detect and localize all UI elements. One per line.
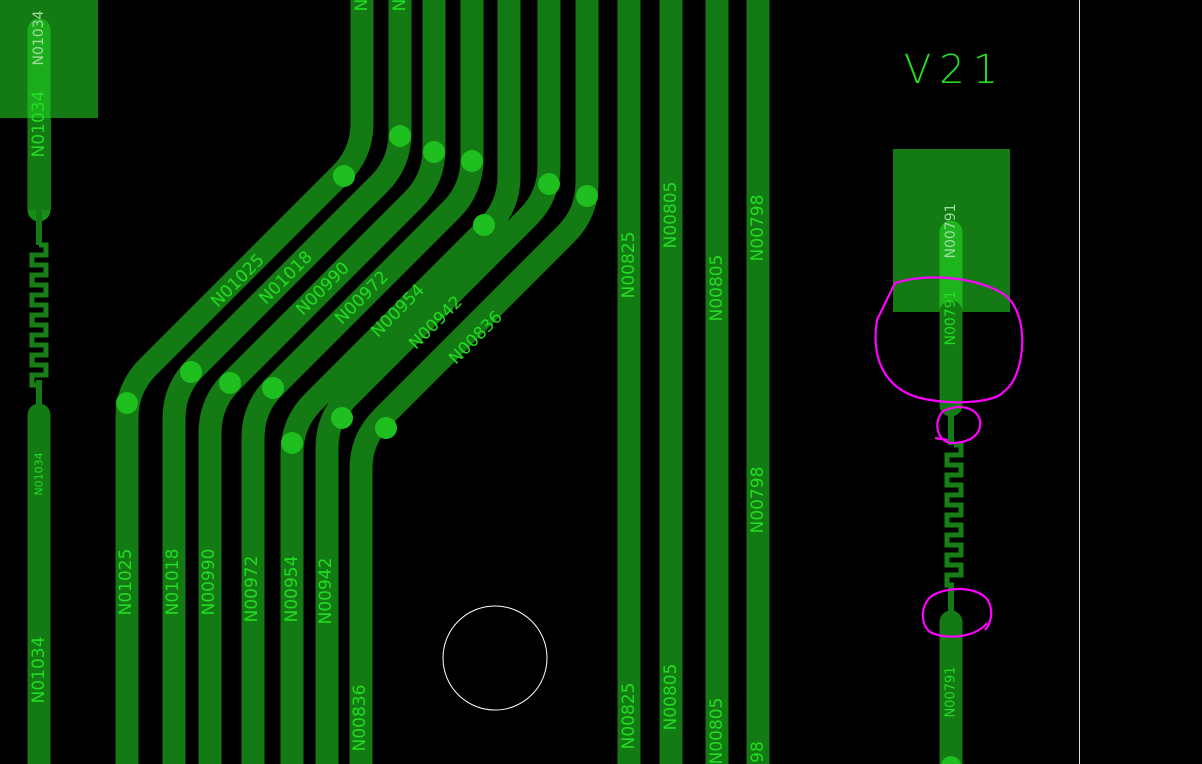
net-label: N00825 xyxy=(619,683,639,750)
net-label: N01034 xyxy=(29,91,49,158)
via[interactable] xyxy=(262,377,284,399)
net-label: N01018 xyxy=(163,549,183,616)
net-label: N00972 xyxy=(242,556,262,623)
net-label: N00990 xyxy=(199,549,219,616)
via[interactable] xyxy=(333,165,355,187)
layer-label: V21 xyxy=(904,47,1006,93)
trace-n00972[interactable] xyxy=(241,0,484,764)
net-label: N00942 xyxy=(316,558,336,625)
via[interactable] xyxy=(389,125,411,147)
net-label: N00791 xyxy=(943,290,959,345)
via[interactable] xyxy=(219,372,241,394)
net-label: N01025 xyxy=(116,549,136,616)
net-label: N00798 xyxy=(748,467,768,534)
net-label: N01034 xyxy=(31,10,47,65)
via[interactable] xyxy=(116,392,138,414)
net-label: N00825 xyxy=(619,232,639,299)
net-label: N00798 xyxy=(748,195,768,262)
serpentine-n01034[interactable] xyxy=(29,242,49,388)
via[interactable] xyxy=(375,417,397,439)
via[interactable] xyxy=(576,185,598,207)
serpentine-n00791[interactable] xyxy=(944,442,964,588)
net-label: N00805 xyxy=(707,698,727,764)
net-label: N00954 xyxy=(282,556,302,623)
via[interactable] xyxy=(538,173,560,195)
via[interactable] xyxy=(423,141,445,163)
trace-n01034-upper-offpad xyxy=(28,118,51,210)
via[interactable] xyxy=(461,150,483,172)
via[interactable] xyxy=(180,361,202,383)
via[interactable] xyxy=(941,756,961,764)
net-label: N00836 xyxy=(350,685,370,752)
drill-hole-outline[interactable] xyxy=(442,605,548,711)
markup-circle-pad[interactable] xyxy=(874,276,1024,404)
markup-circle-neck-bottom[interactable] xyxy=(921,587,993,638)
via[interactable] xyxy=(473,214,495,236)
net-label: N xyxy=(352,0,372,11)
trace-bus xyxy=(115,0,599,764)
net-label: N00805 xyxy=(707,255,727,322)
net-label: N00791 xyxy=(944,666,959,717)
net-label: N01034 xyxy=(33,452,46,495)
markup-circle-neck-top[interactable] xyxy=(934,405,982,445)
net-label: N01034 xyxy=(29,637,49,704)
net-label: N00805 xyxy=(661,664,681,731)
via[interactable] xyxy=(331,407,353,429)
net-label: N00791 xyxy=(943,203,959,258)
net-label: N00805 xyxy=(661,182,681,249)
net-label: 98 xyxy=(748,741,768,763)
net-label: N xyxy=(390,0,410,11)
via[interactable] xyxy=(281,432,303,454)
